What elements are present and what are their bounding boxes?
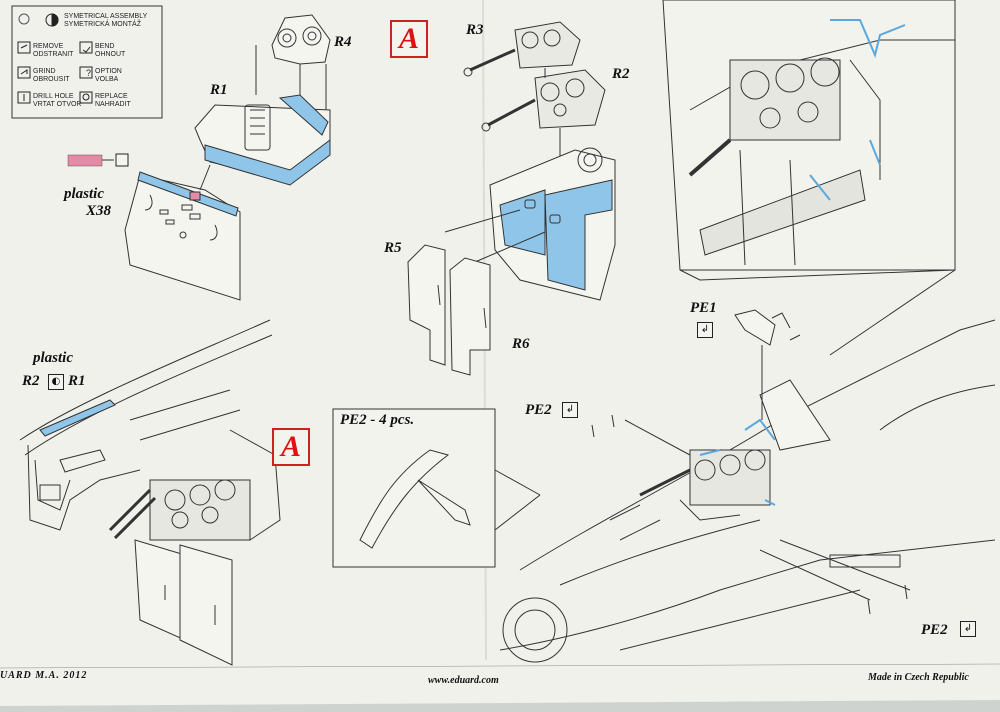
step-marker-a-bottom: A	[272, 428, 310, 466]
label-r1: R1	[210, 82, 228, 98]
footer-left: UARD M.A. 2012	[0, 670, 88, 681]
pe2-bracket-drawing	[359, 449, 471, 549]
detail-inset	[662, 0, 956, 356]
legend-icons: ?	[17, 13, 93, 104]
replace-icon	[115, 153, 129, 167]
legend-grind: GRIND OBROUSIT	[33, 68, 70, 83]
pe2-inset-title: PE2 - 4 pcs.	[340, 412, 415, 428]
label-r5: R5	[384, 240, 402, 256]
bend-icon: ↲	[562, 402, 578, 418]
legend-remove: REMOVE ODSTRANIT	[33, 43, 74, 58]
footer-rule	[0, 663, 1000, 669]
footer-center: www.eduard.com	[428, 675, 499, 686]
legend-replace: REPLACE NAHRADIT	[95, 93, 131, 108]
symmetrical-assembly-icon: ◐	[48, 374, 64, 390]
center-gun-drawing	[407, 21, 616, 376]
label-r3: R3	[466, 22, 484, 38]
label-plastic-symmetric: plastic	[33, 350, 73, 366]
label-r1-right: R1	[68, 373, 86, 389]
legend-drill: DRILL HOLE VRTAT OTVOR	[33, 93, 82, 108]
step-marker-a-top: A	[390, 20, 428, 58]
aircraft-nose-drawing	[499, 309, 996, 663]
legend-option: OPTION VOLBA	[95, 68, 122, 83]
label-r2: R2	[612, 66, 630, 82]
pink-plastic-sample	[67, 154, 103, 167]
legend-bend: BEND OHNOUT	[95, 43, 126, 58]
r1-r4-assembly-drawing	[124, 14, 331, 301]
label-r6: R6	[512, 336, 530, 352]
left-fuselage-drawing	[19, 319, 281, 666]
svg-text:?: ?	[86, 68, 91, 78]
pe2-inset-pointer	[494, 469, 541, 531]
pe2-leader-line	[624, 419, 691, 456]
bend-icon: ↲	[697, 322, 713, 338]
label-r4: R4	[334, 34, 352, 50]
footer-right: Made in Czech Republic	[868, 672, 969, 683]
label-pe2-lower: PE2	[921, 622, 948, 638]
label-r2-left: R2	[22, 373, 40, 389]
label-pe1: PE1	[690, 300, 717, 316]
pe2-inset-box	[332, 408, 496, 568]
label-pe2-upper: PE2	[525, 402, 552, 418]
legend-symmetrical: SYMETRICAL ASSEMBLY SYMETRICKÁ MONTÁŽ	[64, 13, 148, 28]
legend-box	[11, 5, 163, 119]
label-plastic-x38-1: plastic	[64, 186, 104, 202]
corner-mark	[18, 13, 30, 25]
label-plastic-x38-2: X38	[86, 203, 112, 219]
blue-highlight-parts	[699, 418, 776, 506]
bend-icon: ↲	[960, 621, 976, 637]
